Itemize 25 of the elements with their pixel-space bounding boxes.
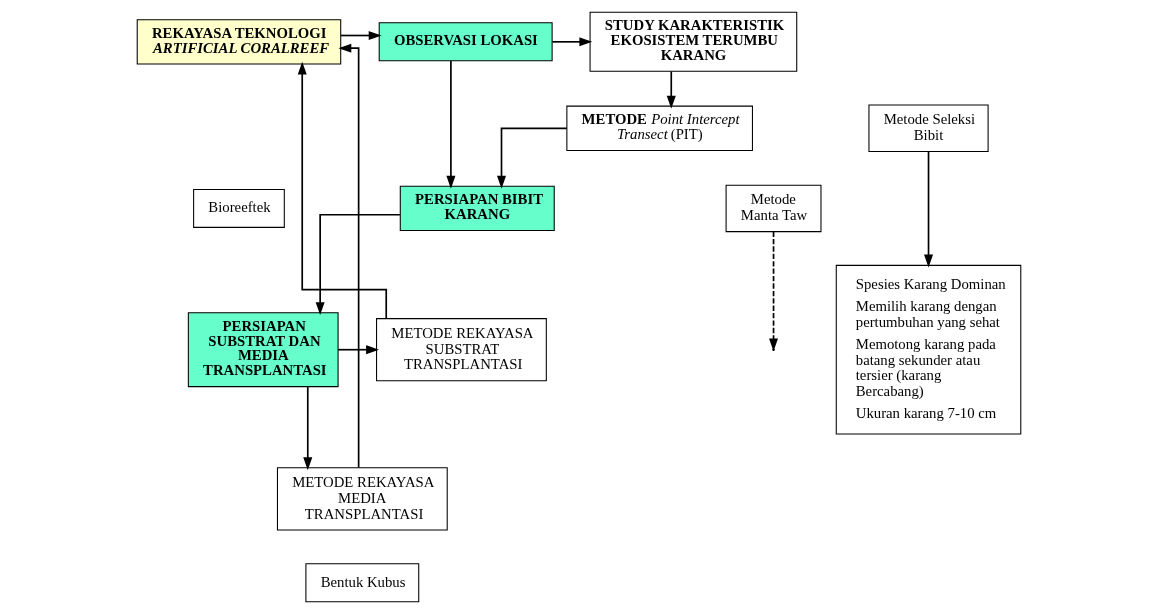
node-box: METODE REKAYASA SUBSTRAT TRANSPLANTASI	[375, 318, 547, 382]
arrow	[339, 31, 382, 40]
node-box: Spesies Karang Dominan Memilih karang dengan pertumbuhan yang sehat Memotong karang pada batang sekunder atau tersier (karang Bercabang) Ukuran karang 7-10 cm	[835, 264, 1021, 435]
arrow	[302, 386, 312, 471]
arrow	[315, 213, 401, 315]
node-box: STUDY KARAKTERISTIK EKOSISTEM TERUMBU KARANG	[589, 11, 797, 72]
node-box: Metode Seleksi Bibit	[867, 104, 989, 152]
node-box: METODE REKAYASA MEDIA TRANSPLANTASI	[276, 467, 448, 531]
node-box: Metode Manta Taw	[725, 184, 821, 233]
arrow	[297, 61, 387, 320]
arrow	[768, 230, 778, 352]
arrow	[445, 60, 455, 189]
arrow	[551, 37, 592, 47]
node-box: Bentuk Kubus	[304, 563, 419, 603]
arrow	[923, 150, 933, 268]
arrow	[336, 345, 379, 355]
node-box: REKAYASA TEKNOLOGI ARTIFICIAL CORALREEF	[136, 19, 341, 65]
node-box: PERSIAPAN SUBSTRAT DAN MEDIA TRANSPLANTASI	[187, 312, 339, 388]
node-box: PERSIAPAN BIBIT KARANG	[399, 185, 555, 232]
node-box: Bioreeftek	[192, 188, 285, 228]
node-box: OBSERVASI LOKASI	[378, 22, 553, 62]
node-box: METODE Point Intercept Transect (PIT)	[565, 105, 753, 151]
arrow	[666, 70, 676, 109]
arrow	[337, 43, 359, 469]
arrow	[496, 127, 568, 189]
